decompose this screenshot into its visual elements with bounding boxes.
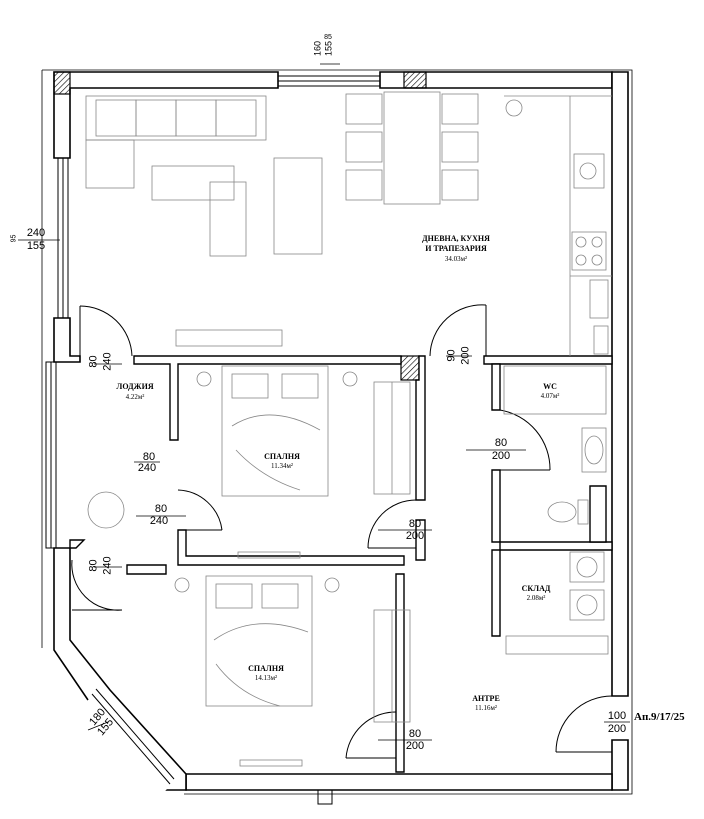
- storage-area: 2.08м²: [526, 594, 546, 602]
- bed2-door-h: 200: [405, 740, 425, 752]
- living-room-name-line2: И ТРАПЕЗАРИЯ: [425, 244, 487, 253]
- loggia-lower-door-w: 80: [154, 503, 168, 515]
- interior-walls: [69, 355, 613, 773]
- left-window-dim-b: 155: [26, 240, 46, 252]
- windows: [41, 69, 633, 805]
- wc-area: 4.07м²: [540, 392, 560, 400]
- storage-name: СКЛАД: [521, 584, 551, 593]
- bedroom1-name: СПАЛНЯ: [264, 452, 300, 461]
- living-hall-door-h: 200: [459, 346, 472, 365]
- wc-door-h: 200: [491, 450, 511, 462]
- bedroom2-area: 14.13м²: [254, 674, 278, 682]
- door-swings: [71, 304, 613, 759]
- entrance-door-h: 200: [607, 723, 627, 735]
- top-window-dim-c: 85: [324, 34, 332, 41]
- living-room-name-line1: ДНЕВНА, КУХНЯ: [422, 234, 490, 243]
- loggia-door-bottom-w: 80: [87, 559, 100, 572]
- loggia-area: 4.22м²: [125, 393, 145, 401]
- bedroom1-area: 11.34м²: [270, 462, 294, 470]
- loggia-lower-door-h: 240: [149, 515, 169, 527]
- loggia-bed1-door-h: 240: [137, 462, 157, 474]
- bed1-door-h: 200: [405, 530, 425, 542]
- living-hall-door-w: 90: [445, 349, 458, 362]
- bedroom2-name: СПАЛНЯ: [248, 664, 284, 673]
- apartment-code: Ап.9/17/25: [634, 711, 685, 723]
- left-window-dim-a: 240: [26, 227, 46, 239]
- loggia-door-bottom-h: 240: [101, 556, 114, 575]
- loggia-bed1-door-w: 80: [142, 451, 156, 463]
- entrance-door-w: 100: [607, 710, 627, 722]
- loggia-door-top-w: 80: [87, 355, 100, 368]
- left-window-dim-c: 95: [10, 234, 18, 243]
- wc-name: WC: [543, 382, 557, 391]
- living-room-area: 34.03м²: [444, 255, 468, 263]
- furniture: [85, 91, 612, 767]
- loggia-name: ЛОДЖИЯ: [116, 382, 154, 391]
- wc-door-w: 80: [494, 437, 508, 449]
- loggia-door-top-h: 240: [101, 352, 114, 371]
- hall-area: 11.16м²: [474, 704, 498, 712]
- exterior-walls: [53, 71, 629, 791]
- bed2-door-w: 80: [408, 728, 422, 740]
- columns: [53, 71, 427, 381]
- dimension-marks: [18, 63, 630, 741]
- bed1-door-w: 80: [408, 518, 422, 530]
- hall-name: АНТРЕ: [472, 694, 500, 703]
